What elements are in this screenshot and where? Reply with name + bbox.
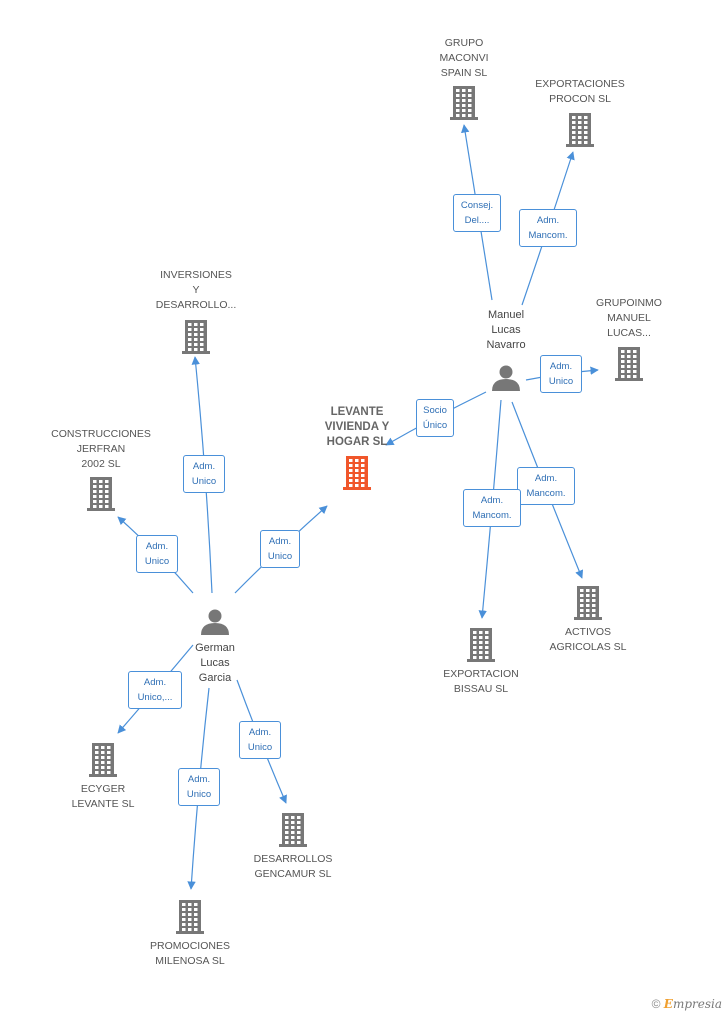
- company-name-desarrollos[interactable]: DESARROLLOS GENCAMUR SL: [253, 853, 333, 880]
- company-name-ecyger[interactable]: ECYGER LEVANTE SL: [71, 783, 135, 810]
- company-name-grupoinmo[interactable]: GRUPOINMO MANUEL LUCAS...: [596, 297, 662, 339]
- relation-label-manuel-levante[interactable]: Socio Único: [416, 399, 454, 437]
- company-name-exportacion-bissau[interactable]: EXPORTACION BISSAU SL: [443, 668, 519, 695]
- company-name-construcciones[interactable]: CONSTRUCCIONES JERFRAN 2002 SL: [51, 428, 151, 470]
- building-icon[interactable]: [279, 813, 307, 847]
- company-name-grupo-maconvi[interactable]: GRUPO MACONVI SPAIN SL: [439, 37, 489, 79]
- relation-label-german-ecyger[interactable]: Adm. Unico,...: [128, 671, 182, 709]
- building-icon[interactable]: [450, 86, 478, 120]
- relation-label-german-levante[interactable]: Adm. Unico: [260, 530, 300, 568]
- building-icon[interactable]: [182, 320, 210, 354]
- building-icon[interactable]: [87, 477, 115, 511]
- relation-label-manuel-grupo-maconvi[interactable]: Consej. Del....: [453, 194, 501, 232]
- footer-brand: © Empresia: [652, 997, 722, 1011]
- person-name-german[interactable]: German Lucas Garcia: [195, 642, 235, 684]
- building-icon[interactable]: [467, 628, 495, 662]
- brand-name: mpresia: [672, 997, 722, 1011]
- relation-label-german-inversiones[interactable]: Adm. Unico: [183, 455, 225, 493]
- building-icon[interactable]: [176, 900, 204, 934]
- person-icon[interactable]: [201, 609, 229, 636]
- building-icon[interactable]: [343, 456, 371, 490]
- relation-label-manuel-activos[interactable]: Adm. Mancom.: [517, 467, 575, 505]
- company-name-levante[interactable]: LEVANTE VIVIENDA Y HOGAR SL: [324, 406, 390, 448]
- copyright-symbol: ©: [651, 997, 661, 1011]
- relation-label-german-desarrollos[interactable]: Adm. Unico: [239, 721, 281, 759]
- person-name-manuel[interactable]: Manuel Lucas Navarro: [486, 309, 526, 351]
- company-name-exportaciones-procon[interactable]: EXPORTACIONES PROCON SL: [535, 78, 625, 105]
- building-icon[interactable]: [574, 586, 602, 620]
- building-icon[interactable]: [615, 347, 643, 381]
- building-icon[interactable]: [566, 113, 594, 147]
- relation-label-manuel-grupoinmo[interactable]: Adm. Unico: [540, 355, 582, 393]
- person-icon[interactable]: [492, 365, 520, 392]
- company-name-inversiones[interactable]: INVERSIONES Y DESARROLLO...: [155, 269, 237, 311]
- relation-label-german-construcciones[interactable]: Adm. Unico: [136, 535, 178, 573]
- building-icon[interactable]: [89, 743, 117, 777]
- company-name-activos[interactable]: ACTIVOS AGRICOLAS SL: [549, 626, 627, 653]
- relation-label-manuel-exportacion-bissau[interactable]: Adm. Mancom.: [463, 489, 521, 527]
- brand-initial: E: [663, 997, 673, 1011]
- company-name-promociones[interactable]: PROMOCIONES MILENOSA SL: [150, 940, 230, 967]
- relation-label-manuel-exportaciones-procon[interactable]: Adm. Mancom.: [519, 209, 577, 247]
- relation-label-german-promociones[interactable]: Adm. Unico: [178, 768, 220, 806]
